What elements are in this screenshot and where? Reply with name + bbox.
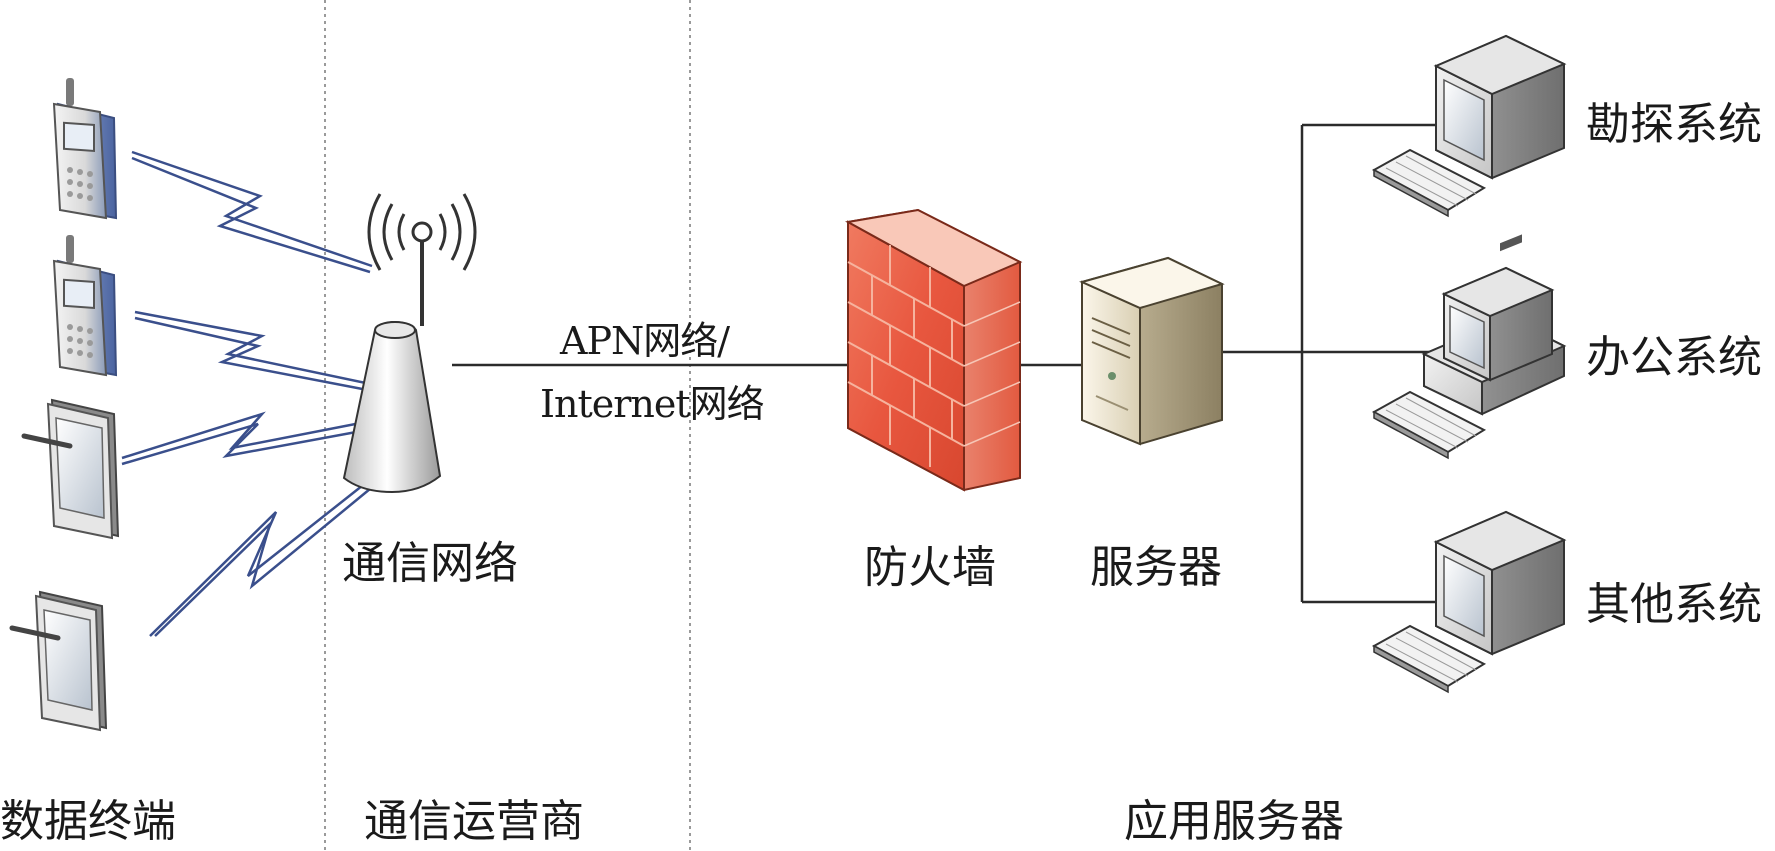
node-label-firewall: 防火墙	[864, 542, 996, 593]
wireless-link-4	[149, 477, 373, 637]
wireless-link-1	[131, 150, 373, 268]
wireless-link-2b	[134, 316, 379, 394]
node-label-server: 服务器	[1090, 542, 1222, 593]
computer-icon	[1433, 34, 1567, 180]
node-label-network: 通信网络	[342, 538, 518, 589]
keyboard-icon	[1371, 624, 1487, 694]
keyboard-icon	[1371, 390, 1487, 460]
antenna-tower-icon	[342, 193, 477, 494]
wireless-link-4b	[154, 483, 377, 637]
tablet-icon	[9, 590, 108, 732]
wireless-link-3	[121, 411, 377, 460]
wireless-link-2	[134, 310, 381, 388]
phone-icon	[52, 78, 118, 220]
keyboard-icon	[1371, 148, 1487, 218]
wireless-links	[121, 150, 381, 637]
section-label-carrier: 通信运营商	[364, 796, 584, 847]
section-label-app-servers: 应用服务器	[1124, 796, 1344, 847]
node-label-other-system: 其他系统	[1586, 579, 1762, 630]
link-label-line2: Internet网络	[540, 382, 765, 426]
wireless-link-1b	[131, 156, 371, 274]
server-icon	[1079, 256, 1225, 446]
phone-icon	[52, 235, 118, 377]
wireless-link-3b	[121, 422, 379, 466]
firewall-icon	[845, 208, 1023, 492]
bus-lines	[1300, 123, 1452, 604]
tablet-icon	[21, 398, 120, 540]
node-label-office-system: 办公系统	[1586, 332, 1762, 383]
computer-icon	[1433, 510, 1567, 656]
section-label-data-terminals: 数据终端	[0, 796, 176, 847]
computer-icon	[1421, 234, 1567, 416]
node-label-survey-system: 勘探系统	[1586, 99, 1762, 150]
link-label-line1: APN网络/	[560, 319, 730, 363]
